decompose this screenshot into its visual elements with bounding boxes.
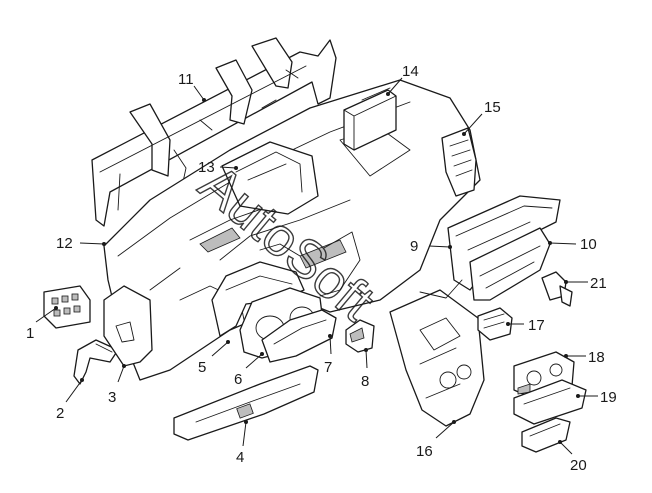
callout-10: 10 — [548, 236, 597, 253]
callout-21: 21 — [564, 275, 607, 292]
svg-text:12: 12 — [56, 235, 73, 252]
svg-text:6: 6 — [234, 371, 242, 388]
svg-text:20: 20 — [570, 457, 587, 474]
callout-11: 11 — [178, 71, 206, 102]
svg-text:8: 8 — [361, 373, 369, 390]
callout-6: 6 — [234, 352, 264, 388]
callout-13: 13 — [198, 159, 238, 176]
part-8-switch-module — [345, 319, 375, 353]
callout-2: 2 — [56, 378, 84, 422]
callout-12: 12 — [56, 235, 106, 252]
callout-17: 17 — [506, 317, 545, 334]
part-17-switch-panel — [477, 307, 513, 341]
part-10-glovebox-bin — [469, 227, 551, 301]
callout-7: 7 — [324, 334, 332, 376]
callout-16: 16 — [416, 420, 456, 460]
callout-14: 14 — [386, 63, 419, 96]
part-13-center-vent — [221, 141, 319, 215]
part-12-instrument-panel — [103, 79, 481, 381]
part-21-lock — [541, 271, 573, 307]
callouts: 1 2 3 4 5 6 7 8 — [26, 63, 617, 474]
part-14-airbag-module — [343, 87, 397, 151]
callout-5: 5 — [198, 340, 230, 376]
svg-text:13: 13 — [198, 159, 215, 176]
part-15-side-vent — [441, 127, 477, 197]
callout-15: 15 — [462, 99, 501, 136]
part-2-connector — [73, 339, 119, 385]
callout-20: 20 — [558, 440, 587, 474]
part-11-crossbeam — [91, 37, 337, 227]
svg-text:21: 21 — [590, 275, 607, 292]
part-16-center-stack — [389, 279, 485, 427]
svg-text:11: 11 — [178, 71, 194, 88]
svg-text:2: 2 — [56, 405, 64, 422]
part-20-bottom-trim — [521, 417, 571, 453]
svg-text:1: 1 — [26, 325, 34, 342]
part-4-knee-trim — [173, 365, 319, 441]
svg-text:16: 16 — [416, 443, 433, 460]
svg-text:9: 9 — [410, 238, 418, 255]
svg-text:5: 5 — [198, 359, 206, 376]
callout-18: 18 — [564, 349, 605, 366]
svg-text:15: 15 — [484, 99, 501, 116]
callout-4: 4 — [236, 420, 248, 466]
svg-text:10: 10 — [580, 236, 597, 253]
svg-text:19: 19 — [600, 389, 617, 406]
svg-text:18: 18 — [588, 349, 605, 366]
svg-text:17: 17 — [528, 317, 545, 334]
svg-text:14: 14 — [402, 63, 419, 80]
part-3-end-panel — [103, 285, 153, 367]
svg-text:4: 4 — [236, 449, 244, 466]
part-19-lower-bezel — [513, 379, 587, 425]
part-7-cluster-lens — [261, 309, 337, 363]
svg-text:7: 7 — [324, 359, 332, 376]
callout-19: 19 — [576, 389, 617, 406]
callout-1: 1 — [26, 306, 58, 342]
callout-9: 9 — [410, 238, 452, 255]
callout-3: 3 — [108, 364, 126, 406]
part-1-switch-block — [43, 285, 91, 329]
svg-text:3: 3 — [108, 389, 116, 406]
callout-8: 8 — [361, 348, 369, 390]
